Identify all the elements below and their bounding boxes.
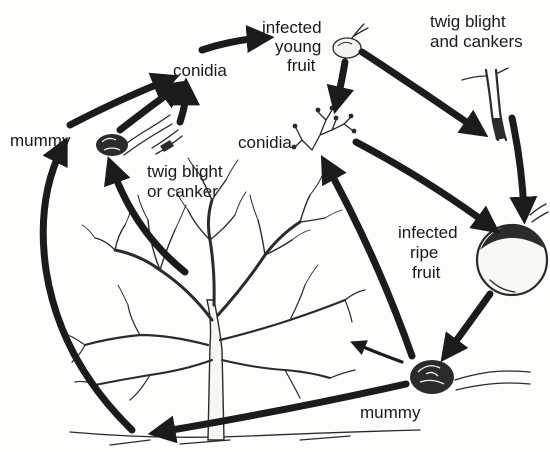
ripe-fruit-illustration [477,204,548,295]
label-conidia-mid: conidia [238,133,292,152]
label-twig-blight-cankers-1: twig blight [430,12,506,31]
arrow-young-fruit-to-conidia [337,62,345,102]
arrow-canker-to-conidia [180,90,186,122]
label-infected-young-fruit-3: fruit [287,56,316,75]
diagram-labels: conidia infected young fruit twig blight… [10,12,523,422]
label-infected-ripe-fruit-1: infected [398,223,458,242]
arrow-twig-cankers-to-ripe-fruit [512,118,524,212]
label-twig-blight-canker-1: twig blight [147,162,223,181]
arrow-ripe-fruit-to-mummy [448,294,490,352]
label-mummy-bottom: mummy [360,403,421,422]
label-twig-blight-canker-2: or canker [147,182,218,201]
arrow-mummy-to-tree [356,344,402,362]
label-conidia-top: conidia [173,61,227,80]
label-mummy-left: mummy [10,131,71,150]
arrow-conidia-to-young-fruit [202,38,262,50]
twig-cankers-illustration [462,68,508,140]
arrow-young-fruit-to-twig-cankers [362,52,478,130]
label-infected-ripe-fruit-3: fruit [412,263,441,282]
conidia-mid-illustration [292,106,357,150]
ground [70,430,420,445]
label-twig-blight-cankers-2: and cankers [430,32,523,51]
arrow-mummy-to-conidia-mid [327,166,412,356]
label-infected-young-fruit-1: infected [262,18,322,37]
arrow-conidia-to-ripe-fruit [356,142,490,226]
label-infected-young-fruit-2: young [275,37,321,56]
mummy-bottom-illustration [410,360,530,394]
label-infected-ripe-fruit-2: ripe [410,243,438,262]
